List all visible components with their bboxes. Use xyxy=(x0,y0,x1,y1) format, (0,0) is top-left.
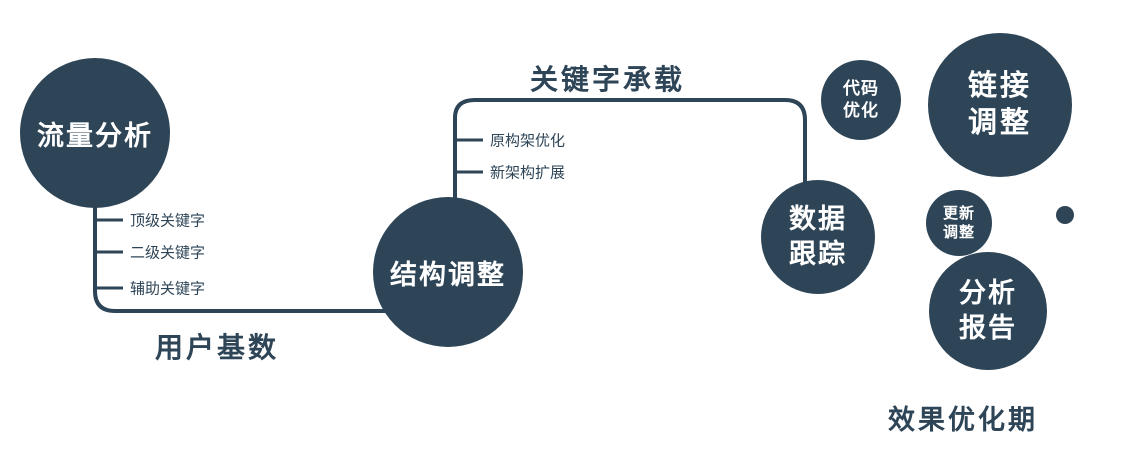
phase-label-effect-optimization: 效果优化期 xyxy=(888,405,1038,435)
edge-structure-to-tracking xyxy=(453,98,807,215)
edge-label-keyword-carry: 关键字承载 xyxy=(530,64,686,95)
node-structure-adjustment: 结构调整 xyxy=(373,197,523,347)
branch-label-secondary-keywords: 二级关键字 xyxy=(130,244,206,262)
node-traffic-analysis-label: 流量分析 xyxy=(37,120,153,151)
node-code-optimization: 代码 优化 xyxy=(821,60,901,140)
node-analysis-report: 分析 报告 xyxy=(929,252,1047,370)
node-data-tracking-label: 数据 跟踪 xyxy=(789,204,847,269)
node-structure-adjustment-label: 结构调整 xyxy=(390,259,506,290)
node-data-tracking: 数据 跟踪 xyxy=(761,180,875,294)
edge-label-user-base: 用户基数 xyxy=(155,332,280,363)
edge-traffic-to-structure xyxy=(93,160,405,313)
node-code-optimization-label: 代码 优化 xyxy=(843,79,879,120)
node-update-adjustment: 更新 调整 xyxy=(926,190,992,256)
branch-label-auxiliary-keywords: 辅助关键字 xyxy=(130,280,206,298)
bullet-dot xyxy=(1056,206,1074,224)
branch-label-new-architecture: 新架构扩展 xyxy=(490,164,566,182)
node-traffic-analysis: 流量分析 xyxy=(20,58,170,208)
node-update-adjustment-label: 更新 调整 xyxy=(942,204,975,241)
node-analysis-report-label: 分析 报告 xyxy=(959,278,1017,343)
node-link-adjustment: 链接 调整 xyxy=(928,33,1072,177)
node-link-adjustment-label: 链接 调整 xyxy=(967,69,1032,139)
branch-label-original-architecture: 原构架优化 xyxy=(490,132,566,150)
branch-label-top-keywords: 顶级关键字 xyxy=(130,212,206,230)
